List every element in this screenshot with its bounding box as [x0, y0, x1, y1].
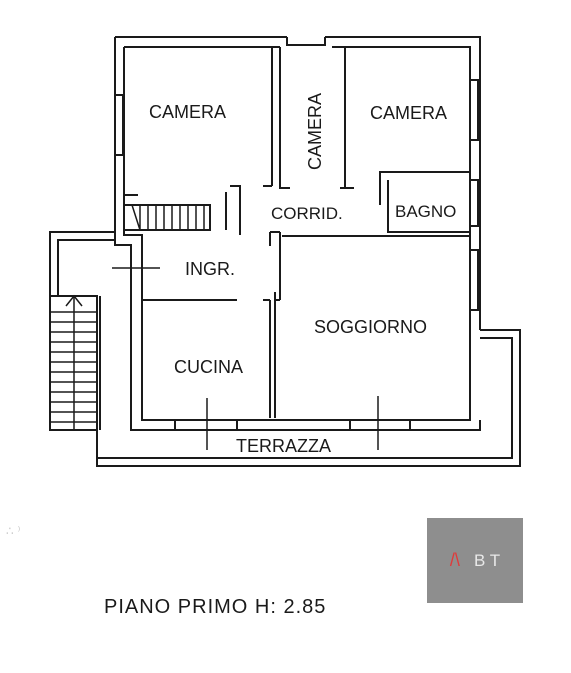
stair-block — [124, 204, 211, 231]
label-soggiorno: SOGGIORNO — [314, 317, 427, 337]
outer-wall-inner — [124, 46, 471, 330]
label-camera-right: CAMERA — [370, 103, 447, 123]
camera-left-window — [115, 94, 124, 156]
ingresso-wall — [142, 292, 280, 301]
label-bagno: BAGNO — [395, 202, 456, 221]
logo-text: B T — [473, 550, 501, 570]
cucina-wall — [141, 292, 276, 418]
label-ingresso: INGR. — [185, 259, 235, 279]
terrazza-left-inner — [57, 239, 115, 296]
corridor-wall — [225, 185, 241, 235]
label-terrazza: TERRAZZA — [236, 436, 331, 456]
camera-left-wall — [124, 47, 273, 196]
camera-right-window — [470, 79, 479, 141]
soggiorno-window-bottom — [349, 420, 411, 430]
plan-caption: PIANO PRIMO H: 2.85 — [104, 596, 327, 618]
label-camera-left: CAMERA — [149, 102, 226, 122]
logo-mark: /\ — [449, 550, 460, 570]
cucina-window — [174, 420, 238, 430]
soggiorno-window — [470, 249, 479, 311]
room-labels: CAMERA CAMERA CAMERA CORRID. BAGNO INGR.… — [149, 93, 456, 456]
terrazza-inner — [97, 337, 513, 459]
soggiorno-wall — [279, 235, 470, 300]
outer-wall-left — [114, 37, 481, 431]
scan-mark: ∴ ⁾ — [6, 524, 21, 538]
bagno-window — [470, 179, 479, 227]
abt-logo: /\ B T — [427, 518, 523, 603]
camera-right-wall — [345, 171, 470, 189]
exterior-stair-arrow — [65, 294, 83, 307]
bagno-wall — [379, 178, 470, 233]
label-cucina: CUCINA — [174, 357, 243, 377]
stair-rungs — [131, 204, 205, 231]
walls — [49, 36, 521, 467]
exterior-stair — [49, 295, 98, 431]
exterior-stair-rungs — [50, 296, 97, 430]
label-corridoio: CORRID. — [271, 204, 343, 223]
corridor-door — [269, 232, 281, 246]
outer-wall — [115, 36, 481, 330]
top-window — [286, 37, 326, 46]
label-camera-middle: CAMERA — [305, 93, 325, 170]
